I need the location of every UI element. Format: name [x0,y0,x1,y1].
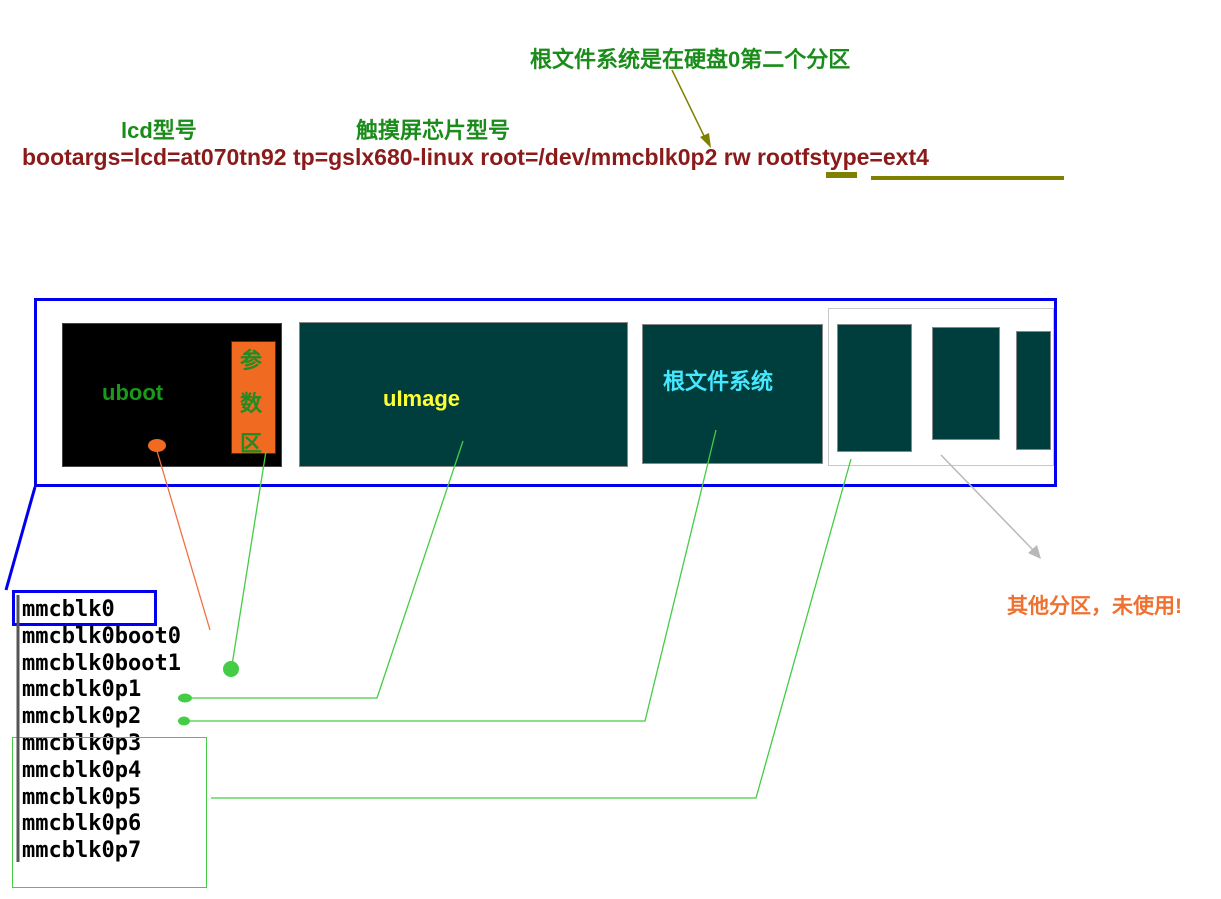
rootfs-partition [642,324,823,464]
mmcblk0-highlight-box [12,590,157,626]
params-label-3: 区 [240,431,263,456]
root-note-arrow-line [671,69,707,141]
root-partition-note: 根文件系统是在硬盘0第二个分区 [530,47,851,72]
other-note-arrow-line [940,454,1035,552]
root-note-arrowhead [700,133,711,148]
list-item: mmcblk0p3 [22,730,142,756]
list-item: mmcblk0 [22,597,115,622]
uimage-partition [299,322,628,467]
list-item: mmcblk0p4 [22,757,142,783]
disk-to-mmcblk0-line [4,486,37,591]
list-item: mmcblk0p1 [22,677,142,703]
params-connector-line [231,450,267,666]
params-label-1: 参 [240,348,263,373]
unused-partitions-box [12,737,207,888]
list-item: mmcblk0p6 [22,811,142,837]
rootfstype-underline [871,176,1064,180]
rootfs-connector-line [188,429,717,722]
partition-p4-block [932,327,1000,440]
touch-chip-model-label: 触摸屏芯片型号 [356,118,511,143]
rootfs-label: 根文件系统 [663,369,774,394]
list-item: mmcblk0p7 [22,838,142,864]
rw-underline [826,172,857,178]
p1-connector-dot [178,693,192,703]
partition-p5-block [1016,331,1051,450]
uboot-connector-line [156,450,211,631]
boot1-connector-dot [223,661,239,677]
params-label-2: 数 [240,391,263,416]
other-partitions-connector-line [211,458,852,799]
uboot-connector-dot [148,439,166,452]
uimage-label: uImage [383,386,461,411]
uboot-label: uboot [102,380,164,405]
device-list: mmcblk0 mmcblk0boot0 mmcblk0boot1 mmcblk… [22,597,181,865]
list-item: mmcblk0p5 [22,784,142,810]
list-item: mmcblk0boot0 [22,623,181,649]
bootargs-line: bootargs=lcd=at070tn92 tp=gslx680-linux … [22,144,929,170]
other-note-arrowhead [1028,545,1041,559]
disk-outline [34,298,1057,487]
other-partitions-note: 其他分区，未使用! [1007,595,1182,618]
p2-connector-dot [178,716,190,726]
list-item: mmcblk0p2 [22,704,142,730]
partition-p3-block [837,324,912,452]
uimage-connector-line [190,440,464,699]
params-partition [231,341,276,454]
list-item: mmcblk0boot1 [22,650,181,676]
lcd-model-label: lcd型号 [121,118,197,143]
